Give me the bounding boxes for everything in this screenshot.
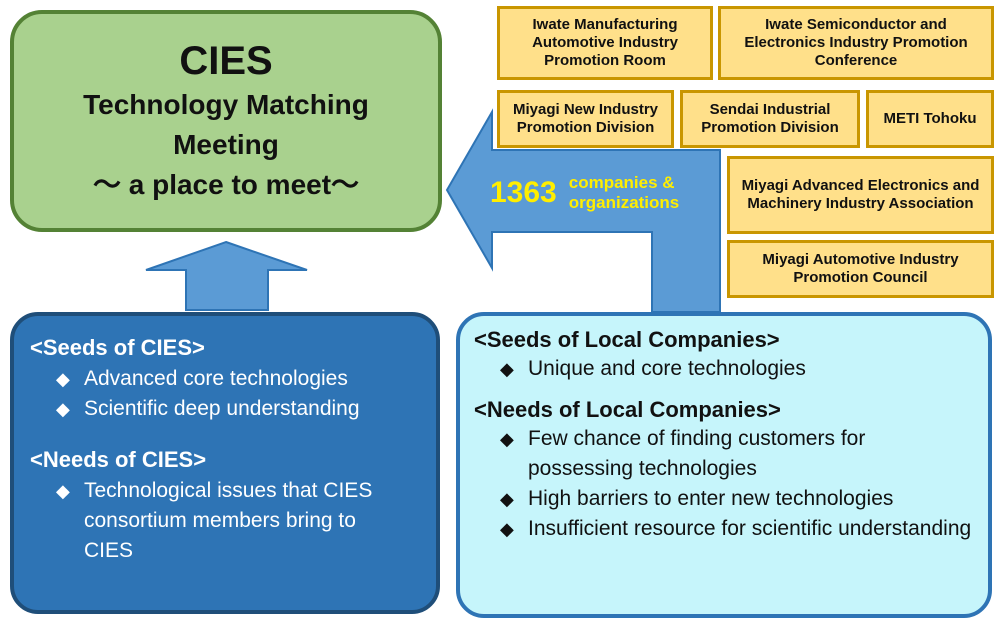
main-line-2: Meeting: [173, 129, 279, 160]
count-label-line-1: companies &: [568, 173, 675, 192]
diamond-bullet-icon: ◆: [56, 399, 70, 419]
org-sendai-industrial: Sendai Industrial Promotion Division: [680, 90, 860, 148]
org-iwate-semiconductor: Iwate Semiconductor and Electronics Indu…: [718, 6, 994, 80]
list-item: ◆High barriers to enter new technologies: [474, 484, 974, 514]
count-label-line-2: organizations: [568, 193, 680, 212]
main-line-1: Technology Matching: [83, 89, 369, 120]
list-item: ◆Unique and core technologies: [474, 354, 974, 384]
cies-seeds-needs-box: <Seeds of CIES> ◆Advanced core technolog…: [10, 312, 440, 614]
org-iwate-manufacturing: Iwate Manufacturing Automotive Industry …: [497, 6, 713, 80]
organization-count: 1363 companies & organizations: [490, 168, 720, 218]
cies-seeds-list: ◆Advanced core technologies ◆Scientific …: [30, 364, 422, 424]
diamond-bullet-icon: ◆: [500, 489, 514, 509]
org-meti-tohoku: METI Tohoku: [866, 90, 994, 148]
arrow-up-to-meeting: [145, 240, 308, 311]
diamond-bullet-icon: ◆: [500, 519, 514, 539]
local-companies-box: <Seeds of Local Companies> ◆Unique and c…: [456, 312, 992, 618]
diamond-bullet-icon: ◆: [500, 429, 514, 449]
diamond-bullet-icon: ◆: [56, 369, 70, 389]
list-item: ◆Few chance of finding customers for pos…: [474, 424, 974, 484]
local-needs-title: <Needs of Local Companies>: [474, 397, 781, 422]
main-title: CIES: [179, 39, 273, 83]
org-miyagi-automotive: Miyagi Automotive Industry Promotion Cou…: [727, 240, 994, 298]
count-number: 1363: [490, 176, 557, 209]
local-seeds-title: <Seeds of Local Companies>: [474, 327, 780, 352]
count-label: companies & organizations: [569, 173, 680, 213]
local-needs-list: ◆Few chance of finding customers for pos…: [474, 424, 974, 544]
cies-seeds-title: <Seeds of CIES>: [30, 335, 205, 360]
org-miyagi-new-industry: Miyagi New Industry Promotion Division: [497, 90, 674, 148]
main-line-3: 〜 a place to meet〜: [92, 169, 360, 200]
diamond-bullet-icon: ◆: [500, 359, 514, 379]
cies-needs-title: <Needs of CIES>: [30, 447, 207, 472]
list-item: ◆Scientific deep understanding: [30, 394, 422, 424]
org-miyagi-advanced: Miyagi Advanced Electronics and Machiner…: [727, 156, 994, 234]
cies-matching-meeting-box: CIES Technology Matching Meeting 〜 a pla…: [10, 10, 442, 232]
list-item: ◆Advanced core technologies: [30, 364, 422, 394]
list-item: ◆Insufficient resource for scientific un…: [474, 514, 974, 544]
diamond-bullet-icon: ◆: [56, 481, 70, 501]
list-item: ◆Technological issues that CIES consorti…: [30, 476, 422, 566]
cies-needs-list: ◆Technological issues that CIES consorti…: [30, 476, 422, 566]
local-seeds-list: ◆Unique and core technologies: [474, 354, 974, 384]
